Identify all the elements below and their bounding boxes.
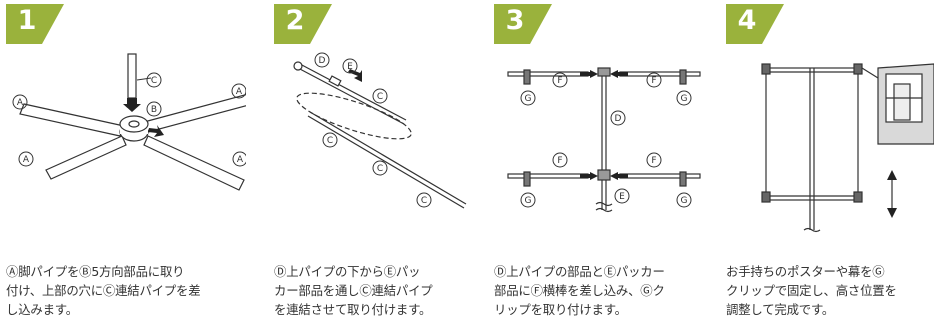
badge-shape (726, 4, 784, 44)
label-g: G (681, 196, 688, 206)
label-g: G (525, 196, 532, 206)
caption-line: Ⓐ脚パイプをⒷ5方向部品に取り (6, 264, 185, 279)
label-d: D (615, 114, 622, 124)
step-3-illustration: F G F G D F F G G E (507, 67, 701, 213)
label-f: F (651, 156, 656, 166)
label-c: C (151, 76, 157, 86)
caption-line: カー部品を通しⒸ連結パイプ (274, 283, 433, 298)
label-d: D (319, 56, 326, 66)
caption-line: クリップで固定し、高さ位置を (726, 283, 897, 298)
caption-line: 付け、上部の穴にⒸ連結パイプを差 (6, 283, 201, 298)
caption-line: お手持ちのポスターや幕をⒼ (726, 264, 885, 279)
label-c: C (327, 136, 333, 146)
caption-line: 部品にⒻ横棒を差し込み、Ⓖク (494, 283, 665, 298)
step-number: 4 (737, 5, 757, 36)
caption-line: 調整して完成です。 (726, 302, 835, 317)
caption-line: を連結させて取り付けます。 (274, 302, 432, 317)
step-number: 2 (285, 5, 305, 36)
label-e: E (619, 192, 625, 202)
label-f: F (557, 76, 562, 86)
label-a: A (17, 98, 24, 108)
label-g: G (681, 94, 688, 104)
step-caption: お手持ちのポスターや幕をⒼ クリップで固定し、高さ位置を 調整して完成です。 (726, 262, 934, 319)
badge-shape (494, 4, 552, 44)
step-2-panel: 2 D E C C C (274, 0, 494, 324)
badge-shape (274, 4, 332, 44)
label-c: C (377, 164, 383, 174)
label-c: C (421, 196, 427, 206)
step-1-illustration: C B A A A A (12, 53, 246, 191)
label-c: C (377, 92, 383, 102)
caption-line: リップを取り付けます。 (494, 302, 627, 317)
label-f: F (651, 76, 656, 86)
label-e: E (347, 62, 353, 72)
label-f: F (557, 156, 562, 166)
step-caption: Ⓓ上パイプの部品とⒺパッカー 部品にⒻ横棒を差し込み、Ⓖク リップを取り付けます… (494, 262, 726, 319)
step-caption: Ⓐ脚パイプをⒷ5方向部品に取り 付け、上部の穴にⒸ連結パイプを差 し込みます。 (6, 262, 238, 319)
label-a: A (23, 155, 30, 165)
step-number: 3 (505, 5, 525, 36)
step-1-panel: 1 (6, 0, 246, 324)
caption-line: Ⓓ上パイプの下からⒺパッ (274, 264, 421, 279)
step-2-illustration: D E C C C C (293, 52, 467, 209)
step-4-panel: 4 お手持ち (726, 0, 934, 324)
label-a: A (237, 155, 244, 165)
label-b: B (151, 105, 157, 115)
step-3-panel: 3 (494, 0, 714, 324)
step-number: 1 (17, 5, 37, 36)
step-4-illustration (761, 63, 934, 233)
caption-line: Ⓓ上パイプの部品とⒺパッカー (494, 264, 665, 279)
badge-shape (6, 4, 64, 44)
label-a: A (236, 87, 243, 97)
caption-line: し込みます。 (6, 302, 78, 317)
step-caption: Ⓓ上パイプの下からⒺパッ カー部品を通しⒸ連結パイプ を連結させて取り付けます。 (274, 262, 506, 319)
label-g: G (525, 94, 532, 104)
